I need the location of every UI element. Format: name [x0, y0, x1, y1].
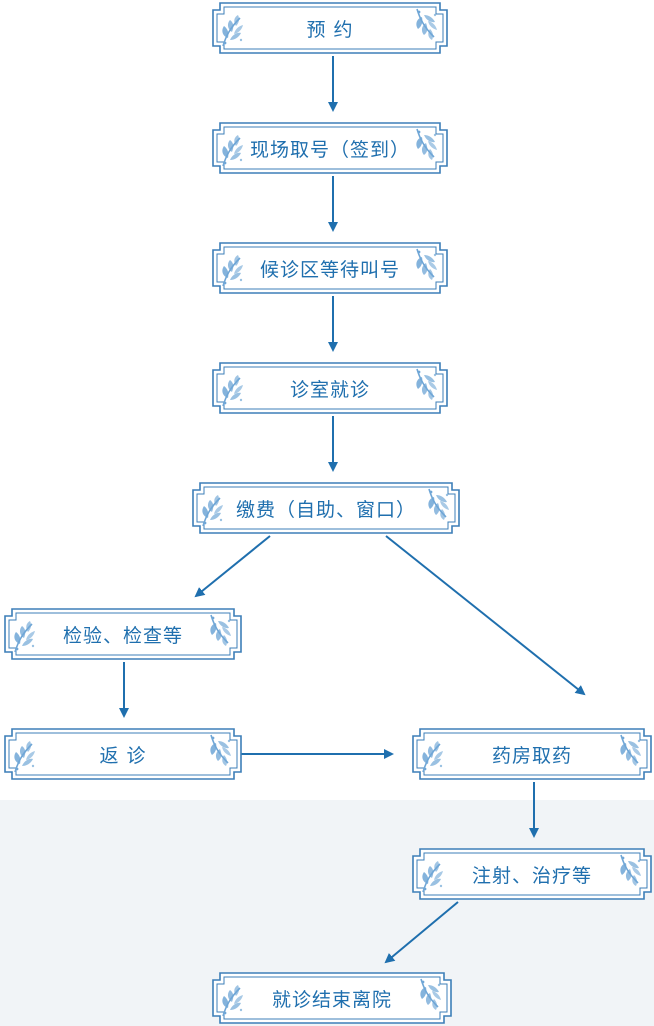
ornamental-frame	[212, 972, 452, 1024]
leaf-ornament-icon	[422, 741, 443, 773]
ornamental-frame	[212, 2, 448, 54]
leaf-ornament-icon	[428, 488, 449, 520]
step-revisit: 返 诊	[4, 728, 242, 780]
step-payment-label: 缴费（自助、窗口）	[235, 498, 416, 521]
leaf-ornament-icon	[222, 135, 243, 167]
step-pharmacy-label: 药房取药	[491, 744, 572, 767]
step-treatment-label: 注射、治疗等	[471, 864, 592, 887]
leaf-ornament-icon	[416, 248, 437, 280]
leaf-ornament-icon	[14, 741, 35, 773]
ornamental-frame	[212, 362, 448, 414]
ornamental-frame	[412, 848, 652, 900]
step-appointment: 预 约	[212, 2, 448, 54]
step-revisit-label: 返 诊	[99, 744, 147, 767]
leaf-ornament-icon	[416, 8, 437, 40]
step-appointment-label: 预 约	[306, 18, 354, 41]
leaf-ornament-icon	[222, 375, 243, 407]
step-pharmacy: 药房取药	[412, 728, 652, 780]
arrow-payment-to-pharmacy	[385, 535, 586, 696]
step-consultation: 诊室就诊	[212, 362, 448, 414]
step-treatment: 注射、治疗等	[412, 848, 652, 900]
step-checkin: 现场取号（签到）	[212, 122, 448, 174]
step-waiting: 候诊区等待叫号	[212, 242, 448, 294]
ornamental-frame	[212, 242, 448, 294]
leaf-ornament-icon	[222, 255, 243, 287]
step-waiting-label: 候诊区等待叫号	[259, 258, 400, 281]
leaf-ornament-icon	[416, 128, 437, 160]
leaf-ornament-icon	[422, 861, 443, 893]
leaf-ornament-icon	[210, 614, 231, 646]
step-discharge: 就诊结束离院	[212, 972, 452, 1024]
leaf-ornament-icon	[416, 368, 437, 400]
leaf-ornament-icon	[620, 734, 641, 766]
ornamental-frame	[4, 728, 242, 780]
step-consultation-label: 诊室就诊	[289, 378, 370, 401]
step-payment: 缴费（自助、窗口）	[192, 482, 460, 534]
leaf-ornament-icon	[222, 15, 243, 47]
leaf-ornament-icon	[202, 495, 223, 527]
ornamental-frame	[4, 608, 242, 660]
leaf-ornament-icon	[620, 854, 641, 886]
step-tests-label: 检验、检查等	[62, 624, 183, 647]
ornamental-frame	[412, 728, 652, 780]
ornamental-frame	[212, 122, 448, 174]
leaf-ornament-icon	[210, 734, 231, 766]
step-checkin-label: 现场取号（签到）	[249, 138, 410, 161]
arrow-treatment-to-discharge	[384, 901, 459, 964]
step-discharge-label: 就诊结束离院	[271, 988, 392, 1011]
leaf-ornament-icon	[14, 621, 35, 653]
leaf-ornament-icon	[222, 985, 243, 1017]
arrow-payment-to-tests	[194, 535, 271, 598]
leaf-ornament-icon	[420, 978, 441, 1010]
step-tests: 检验、检查等	[4, 608, 242, 660]
ornamental-frame	[192, 482, 460, 534]
